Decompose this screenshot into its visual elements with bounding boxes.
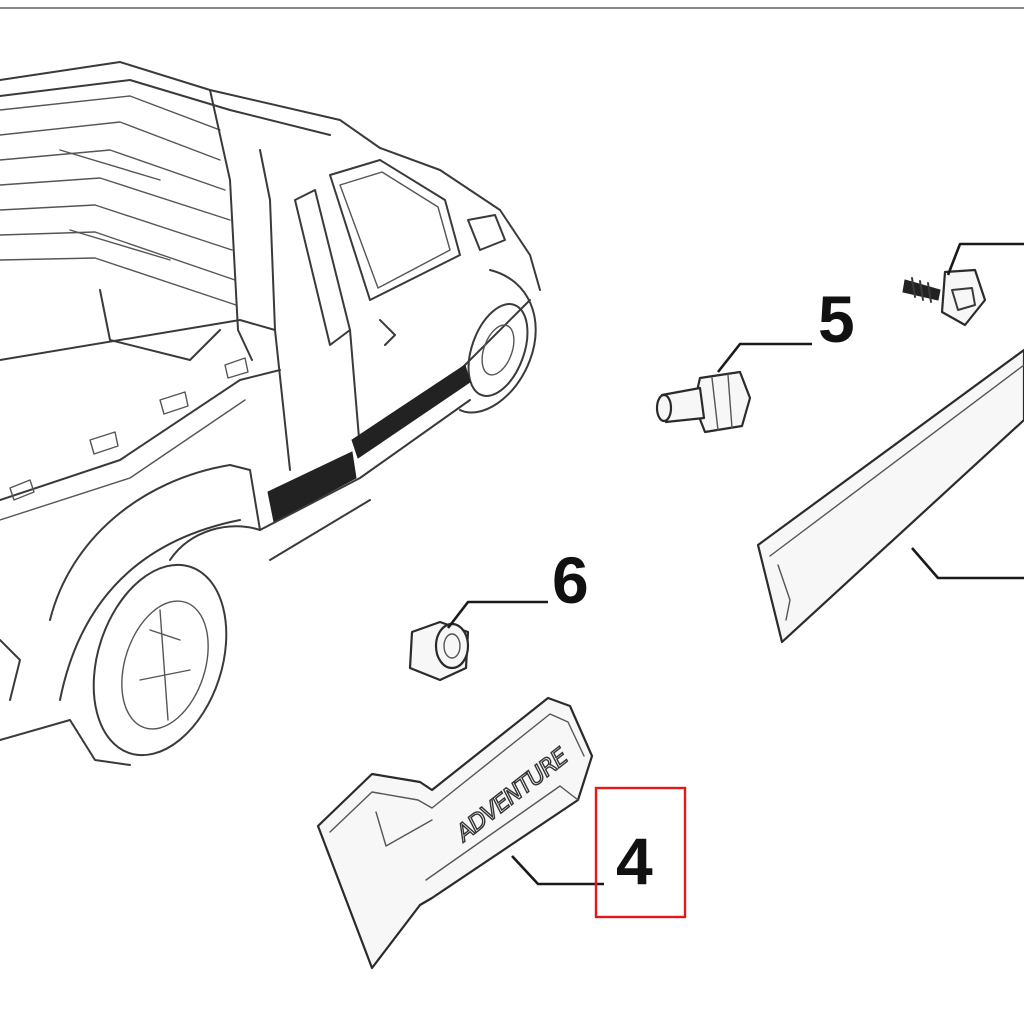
long-molding-strip: [756, 348, 1024, 644]
part-6-grommet: [408, 620, 470, 682]
part-5-clip: [655, 370, 752, 434]
callout-4-number: 4: [616, 824, 653, 898]
side-molding-stripe-front: [351, 364, 471, 459]
callout-4-highlight-box: [594, 786, 687, 919]
callout-6-leader: [446, 600, 548, 629]
callout-6-number: 6: [552, 543, 589, 617]
callout-4-leader: [511, 855, 604, 886]
molding-strip-leader: [911, 547, 1024, 580]
upper-right-leader: [946, 242, 1024, 276]
side-molding-stripe-rear: [267, 451, 357, 523]
part-4-rear-molding: ADVENTURE: [316, 696, 594, 970]
truck-illustration: [0, 61, 541, 766]
upper-right-fastener: [902, 268, 987, 327]
callout-5-leader: [716, 342, 812, 373]
callout-5-number: 5: [818, 282, 855, 356]
